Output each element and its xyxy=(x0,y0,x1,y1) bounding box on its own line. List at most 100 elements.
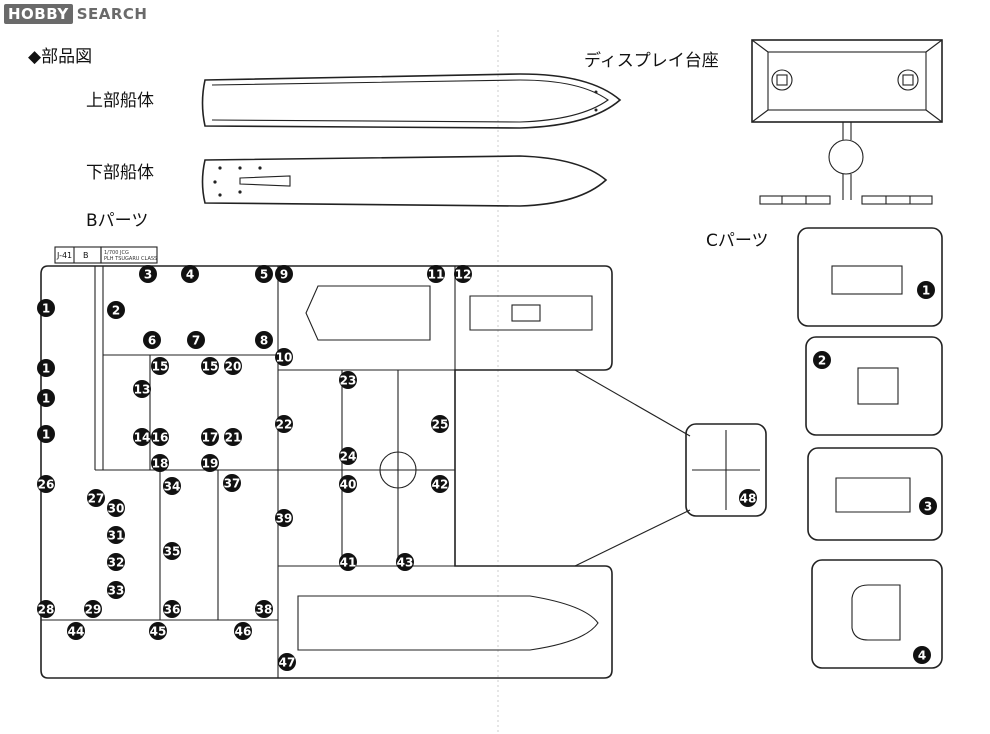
b-spru-frame xyxy=(40,265,613,679)
b-part-badge-34: 34 xyxy=(163,477,181,495)
b-part-badge-1: 1 xyxy=(37,299,55,317)
b-part-badge-23: 23 xyxy=(339,371,357,389)
svg-text:30: 30 xyxy=(108,502,125,516)
svg-text:24: 24 xyxy=(340,450,357,464)
svg-text:47: 47 xyxy=(279,656,296,670)
b-part-badge-22: 22 xyxy=(275,415,293,433)
b-part-badge-3: 3 xyxy=(139,265,157,283)
b-part-badge-6: 6 xyxy=(143,331,161,349)
svg-text:10: 10 xyxy=(276,351,293,365)
svg-text:23: 23 xyxy=(340,374,357,388)
display-base-label: ディスプレイ台座 xyxy=(584,51,719,71)
svg-text:26: 26 xyxy=(38,478,55,492)
b-part-badge-2: 2 xyxy=(107,301,125,319)
svg-text:4: 4 xyxy=(186,268,194,282)
svg-text:41: 41 xyxy=(340,556,357,570)
b-part-badge-45: 45 xyxy=(149,622,167,640)
b-part-badge-44: 44 xyxy=(67,622,85,640)
svg-text:4: 4 xyxy=(918,649,926,663)
b-part-badge-35: 35 xyxy=(163,542,181,560)
svg-text:40: 40 xyxy=(340,478,357,492)
svg-text:15: 15 xyxy=(152,360,169,374)
svg-text:25: 25 xyxy=(432,418,449,432)
svg-text:14: 14 xyxy=(134,431,151,445)
upper-hull-part xyxy=(201,73,622,129)
svg-text:42: 42 xyxy=(432,478,449,492)
svg-text:32: 32 xyxy=(108,556,125,570)
svg-text:5: 5 xyxy=(260,268,268,282)
svg-text:48: 48 xyxy=(740,492,757,506)
b-part-badge-30: 30 xyxy=(107,499,125,517)
b-part-badge-36: 36 xyxy=(163,600,181,618)
logo-mark: HOBBY xyxy=(4,4,73,24)
b-part-badge-4: 4 xyxy=(181,265,199,283)
svg-text:3: 3 xyxy=(924,500,932,514)
b-part-badge-16: 16 xyxy=(151,428,169,446)
svg-text:44: 44 xyxy=(68,625,85,639)
c-part-badge-2: 2 xyxy=(813,351,831,369)
b-part-badge-39: 39 xyxy=(275,509,293,527)
b-part-badge-29: 29 xyxy=(84,600,102,618)
hobby-search-logo: HOBBY SEARCH xyxy=(4,4,148,24)
svg-text:18: 18 xyxy=(152,457,169,471)
b-part-badge-14: 14 xyxy=(133,428,151,446)
svg-text:19: 19 xyxy=(202,457,219,471)
svg-text:6: 6 xyxy=(148,334,156,348)
b-part-badge-19: 19 xyxy=(201,454,219,472)
svg-text:37: 37 xyxy=(224,477,241,491)
svg-text:36: 36 xyxy=(164,603,181,617)
b-part-badge-13: 13 xyxy=(133,380,151,398)
b-part-badge-24: 24 xyxy=(339,447,357,465)
b-part-badge-21: 21 xyxy=(224,428,242,446)
svg-text:43: 43 xyxy=(397,556,414,570)
b-part-badge-38: 38 xyxy=(255,600,273,618)
lower-hull-part xyxy=(201,155,608,207)
svg-text:15: 15 xyxy=(202,360,219,374)
svg-text:1: 1 xyxy=(42,428,50,442)
svg-text:13: 13 xyxy=(134,383,151,397)
b-part-badge-33: 33 xyxy=(107,581,125,599)
b-part-badge-32: 32 xyxy=(107,553,125,571)
spru-code: J-41 xyxy=(56,251,72,260)
b-part-badge-5: 5 xyxy=(255,265,273,283)
b-part-badge-1: 1 xyxy=(37,389,55,407)
b-part-badge-1: 1 xyxy=(37,359,55,377)
svg-text:3: 3 xyxy=(144,268,152,282)
svg-text:9: 9 xyxy=(280,268,288,282)
spru-line2: PLH TSUGARU CLASS xyxy=(104,256,157,262)
b-part-badge-26: 26 xyxy=(37,475,55,493)
svg-text:1: 1 xyxy=(42,362,50,376)
section-title: ◆部品図 xyxy=(28,47,93,67)
b-part-badge-17: 17 xyxy=(201,428,219,446)
svg-text:20: 20 xyxy=(225,360,242,374)
svg-text:2: 2 xyxy=(112,304,120,318)
b-part-badge-8: 8 xyxy=(255,331,273,349)
svg-text:16: 16 xyxy=(152,431,169,445)
svg-text:8: 8 xyxy=(260,334,268,348)
b-part-badge-15: 15 xyxy=(151,357,169,375)
svg-text:22: 22 xyxy=(276,418,293,432)
b-part-badge-1: 1 xyxy=(37,425,55,443)
b-part-badge-31: 31 xyxy=(107,526,125,544)
svg-text:1: 1 xyxy=(922,284,930,298)
c-part-badge-4: 4 xyxy=(913,646,931,664)
b-part-badge-9: 9 xyxy=(275,265,293,283)
svg-text:45: 45 xyxy=(150,625,167,639)
b-parts-label: Bパーツ xyxy=(86,211,149,231)
c-spru-frames xyxy=(797,227,943,669)
spru-line1: 1/700 JCG xyxy=(104,250,129,256)
svg-text:21: 21 xyxy=(225,431,242,445)
svg-text:31: 31 xyxy=(108,529,125,543)
svg-text:34: 34 xyxy=(164,480,181,494)
svg-text:46: 46 xyxy=(235,625,252,639)
b-part-badge-46: 46 xyxy=(234,622,252,640)
upper-hull-label: 上部船体 xyxy=(86,91,154,111)
svg-text:2: 2 xyxy=(818,354,826,368)
b-part-badge-10: 10 xyxy=(275,348,293,366)
c-parts-label: Cパーツ xyxy=(706,231,769,251)
spru-letter: B xyxy=(83,251,89,260)
b-part-badge-48: 48 xyxy=(739,489,757,507)
svg-text:1: 1 xyxy=(42,302,50,316)
svg-text:17: 17 xyxy=(202,431,219,445)
